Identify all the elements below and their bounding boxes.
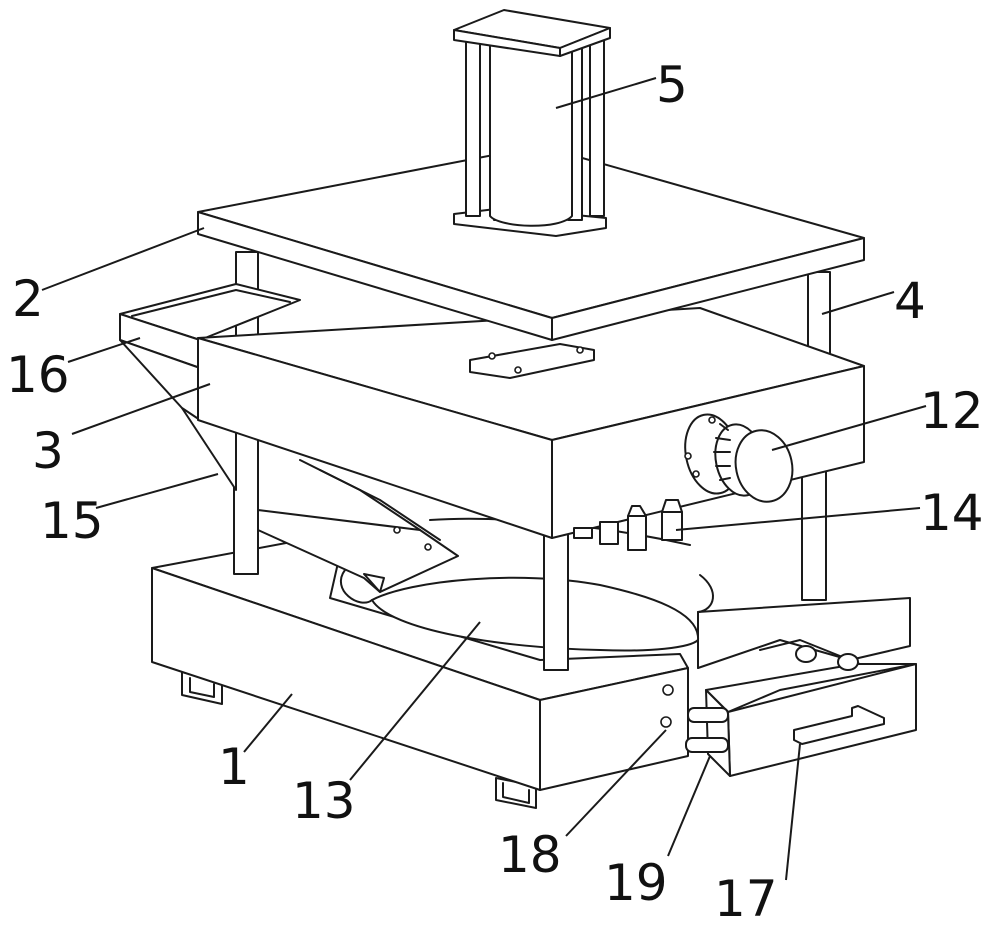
feed-hopper <box>119 283 301 421</box>
side-buttons <box>660 684 674 728</box>
callout-5: 5 <box>656 56 688 114</box>
base-frame <box>151 531 911 809</box>
callout-13: 13 <box>292 772 356 830</box>
callout-16: 16 <box>6 346 70 404</box>
callout-2: 2 <box>12 270 44 328</box>
callout-12: 12 <box>920 382 984 440</box>
moving-plate <box>197 307 865 539</box>
callout-19: 19 <box>604 854 668 912</box>
hydraulic-cylinder <box>453 9 611 237</box>
collection-drawer <box>705 639 917 777</box>
callout-15: 15 <box>40 492 104 550</box>
callout-1: 1 <box>218 738 250 796</box>
callout-3: 3 <box>32 422 64 480</box>
mount-bracket <box>469 343 595 379</box>
callout-18: 18 <box>498 826 562 884</box>
callout-17: 17 <box>714 870 778 926</box>
nozzle-row <box>573 499 683 551</box>
callout-14: 14 <box>920 484 984 542</box>
callout-4: 4 <box>894 272 926 330</box>
leader-lines <box>41 77 927 881</box>
callout-numbers: 2 16 3 15 5 4 12 14 1 13 18 19 17 <box>6 56 984 926</box>
slide-rails <box>685 707 729 753</box>
